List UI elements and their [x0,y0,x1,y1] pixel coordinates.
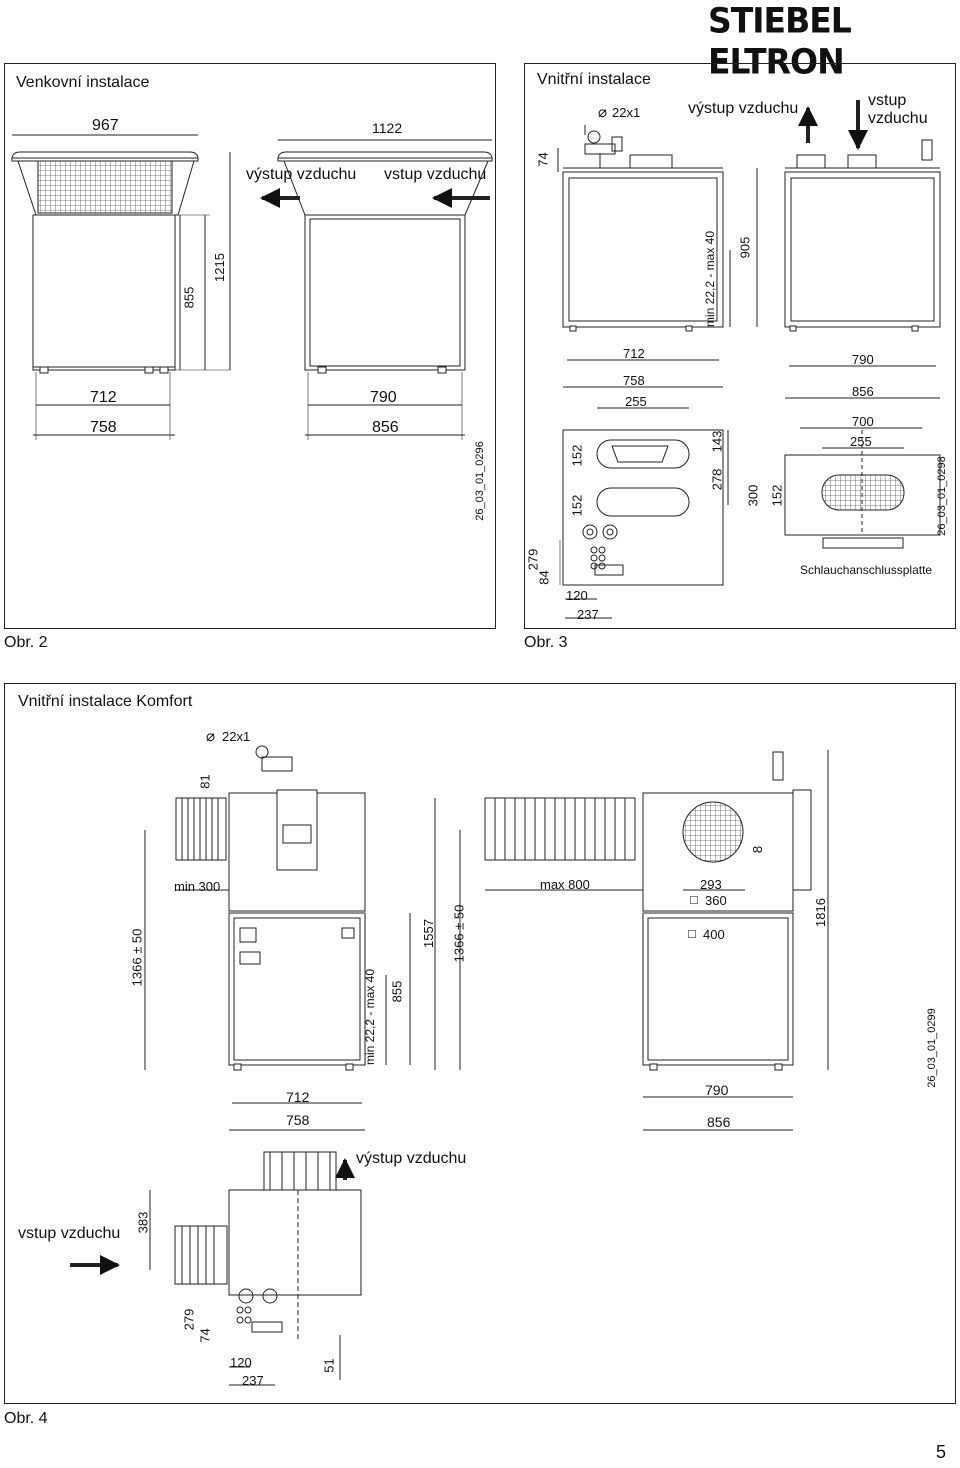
fig3-pipe: 22x1 [612,105,641,120]
fig4-dim-383: 383 [135,1211,151,1234]
fig3-outlet-label: výstup vzduchu [688,100,799,117]
fig4-dim-758: 758 [286,1112,310,1128]
fig3-dim-143: 143 [709,430,725,453]
fig3-hose-plate-label: Schlauchanschlussplatte [800,563,933,577]
fig4-dim-51: 51 [321,1358,337,1373]
fig4-dim-minmax: min 22,2 - max 40 [363,968,378,1066]
figure4-drawing [70,745,829,1386]
fig3-dim-255b: 255 [850,434,872,449]
fig4-dim-74: 74 [197,1328,213,1343]
fig2-dim-w4: 856 [372,419,399,436]
fig3-dim-790: 790 [852,352,874,367]
fig4-dim-max800: max 800 [540,877,590,892]
page-number: 5 [935,1442,946,1462]
fig4-pipe: 22x1 [222,729,251,744]
fig4-dim-1366b: 1366 ± 50 [451,904,467,963]
fig2-dim-h2: 1215 [211,253,227,282]
fig2-dim-w3: 790 [370,389,397,406]
fig4-dim-1366a: 1366 ± 50 [129,928,145,987]
fig3-dim-856: 856 [852,384,874,399]
fig4-outlet-label: výstup vzduchu [356,1150,467,1167]
brand-logo-text: STIEBEL ELTRON [708,0,852,82]
fig3-dim-74: 74 [535,152,551,167]
fig4-dim-790: 790 [705,1082,729,1098]
fig3-dim-905: 905 [737,236,753,259]
fig4-dim-1557: 1557 [420,919,436,948]
fig4-pipe-diameter-icon: ⌀ [206,728,216,745]
fig4-dim-min300: min 300 [174,879,221,894]
fig2-drawing-code: 26_03_01_0296 [473,441,486,521]
figure2-title: Venkovní instalace [16,74,150,91]
fig3-dim-712: 712 [623,346,645,361]
fig3-dim-278: 278 [709,468,725,491]
figure2-panel [4,63,496,629]
figure3-drawing [557,100,941,619]
fig2-dim-w2: 758 [90,419,117,436]
brand-logo: STIEBEL ELTRON [708,0,960,82]
figure4-caption: Obr. 4 [4,1410,48,1427]
fig4-dim-237: 237 [242,1373,264,1388]
fig4-dim-855: 855 [389,980,405,1003]
fig4-drawing-code: 26_03_01_0299 [925,1008,938,1088]
fig4-dim-81: 81 [197,774,213,789]
fig3-drawing-code: 26_03_01_0298 [935,456,948,536]
figure4-title: Vnitřní instalace Komfort [18,693,193,710]
fig3-dim-300: 300 [745,484,761,507]
fig4-dim-8: 8 [750,845,766,854]
fig3-dim-279: 279 [525,548,541,571]
figure3-panel [524,63,956,629]
fig4-dim-856: 856 [707,1114,731,1130]
fig2-inlet-label: vstup vzduchu [384,166,487,183]
fig2-dim-h1: 855 [181,286,197,309]
fig3-inlet-label: vstup vzduchu [868,92,928,127]
figure3-title: Vnitřní instalace [537,71,651,88]
fig3-dim-152c: 152 [769,484,785,507]
fig3-dim-120: 120 [566,588,588,603]
fig3-dim-758: 758 [623,373,645,388]
figure2-caption: Obr. 2 [4,634,48,651]
fig4-dim-293: 293 [700,877,722,892]
fig4-dim-1816: 1816 [812,898,828,927]
fig2-dim-top-right: 1122 [372,120,403,136]
fig2-dim-top-left: 967 [92,117,119,134]
fig4-dim-360: 360 [705,893,727,908]
fig4-dim-square-icon-360: □ [690,892,698,907]
figure4-panel [4,683,956,1404]
fig3-dim-minmax: min 22,2 - max 40 [703,230,718,328]
fig3-dim-700: 700 [852,414,874,429]
fig3-dim-255: 255 [625,394,647,409]
fig4-dim-400: 400 [703,927,725,942]
fig3-pipe-diameter-icon: ⌀ [598,104,608,121]
fig4-dim-279: 279 [181,1308,197,1331]
figure3-caption: Obr. 3 [524,634,568,651]
fig3-dim-237: 237 [577,607,599,622]
fig2-outlet-label: výstup vzduchu [246,166,357,183]
fig2-dim-w1: 712 [90,389,117,406]
figure2-drawing [11,134,493,440]
fig4-dim-square-icon-400: □ [688,926,696,941]
fig3-dim-84: 84 [536,570,552,585]
fig4-dim-120: 120 [230,1355,252,1370]
fig3-dim-152a: 152 [569,444,585,467]
fig4-inlet-label: vstup vzduchu [18,1225,121,1242]
fig3-dim-152b: 152 [569,494,585,517]
fig4-dim-712: 712 [286,1089,310,1105]
